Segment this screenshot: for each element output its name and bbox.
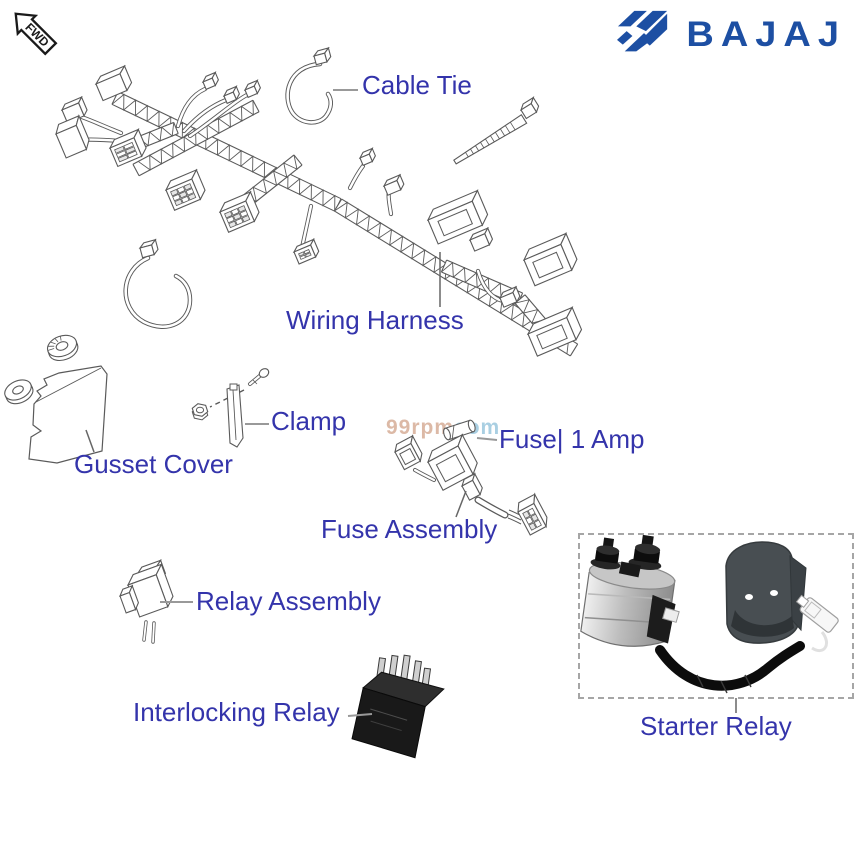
- fwd-direction-icon: FWD: [8, 6, 66, 64]
- bajaj-emblem-icon: [617, 10, 668, 52]
- gusset-cover-drawing: [4, 334, 108, 464]
- cable-tie-loop-drawing: [285, 46, 333, 125]
- label-wiring-harness: Wiring Harness: [286, 305, 464, 335]
- label-gusset-cover: Gusset Cover: [74, 449, 233, 479]
- label-clamp: Clamp: [271, 406, 347, 436]
- interlocking-relay-drawing: [351, 654, 445, 759]
- watermark: 99rpmcom: [386, 416, 501, 439]
- label-interlocking-relay: Interlocking Relay: [133, 697, 340, 727]
- label-fuse-assembly: Fuse Assembly: [321, 514, 498, 544]
- clamp-drawing: [191, 368, 270, 448]
- starter-relay-frame: [578, 533, 854, 699]
- brand-wordmark: BAJAJ: [686, 15, 846, 54]
- label-starter-relay: Starter Relay: [640, 711, 792, 741]
- bajaj-logo: BAJAJ: [614, 8, 846, 62]
- label-relay-assembly: Relay Assembly: [196, 586, 381, 616]
- label-fuse: Fuse| 1 Amp: [499, 424, 645, 454]
- label-cable-tie: Cable Tie: [362, 70, 472, 100]
- relay-assembly-drawing: [119, 559, 174, 644]
- cable-tie-straight-drawing: [453, 96, 540, 165]
- cable-tie-loop-left-drawing: [123, 238, 193, 329]
